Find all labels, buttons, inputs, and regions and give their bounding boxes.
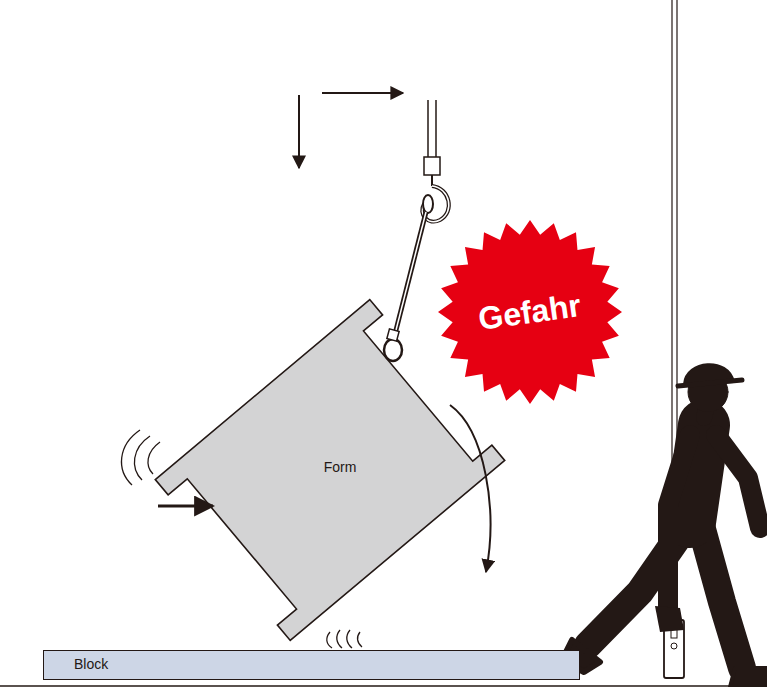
tipping-arrow — [450, 405, 490, 572]
worker-silhouette — [562, 364, 767, 687]
starburst-shape — [438, 220, 622, 404]
hook-block — [424, 157, 440, 175]
mould-shape — [155, 300, 504, 641]
right-arrow — [322, 92, 403, 94]
push-arrow — [158, 505, 213, 508]
danger-starburst: Gefahr — [430, 212, 630, 412]
down-arrow — [298, 95, 300, 168]
mould-label: Form — [320, 457, 361, 478]
worker-hand — [655, 606, 684, 632]
sling — [394, 212, 426, 338]
block-bar: Block — [43, 650, 580, 680]
node-text: Form — [324, 459, 357, 476]
node-text: Block — [74, 656, 579, 673]
sling-eye — [384, 339, 402, 361]
pendant-button — [671, 643, 677, 649]
ground-line — [0, 685, 767, 687]
vibration-marks — [122, 430, 362, 648]
